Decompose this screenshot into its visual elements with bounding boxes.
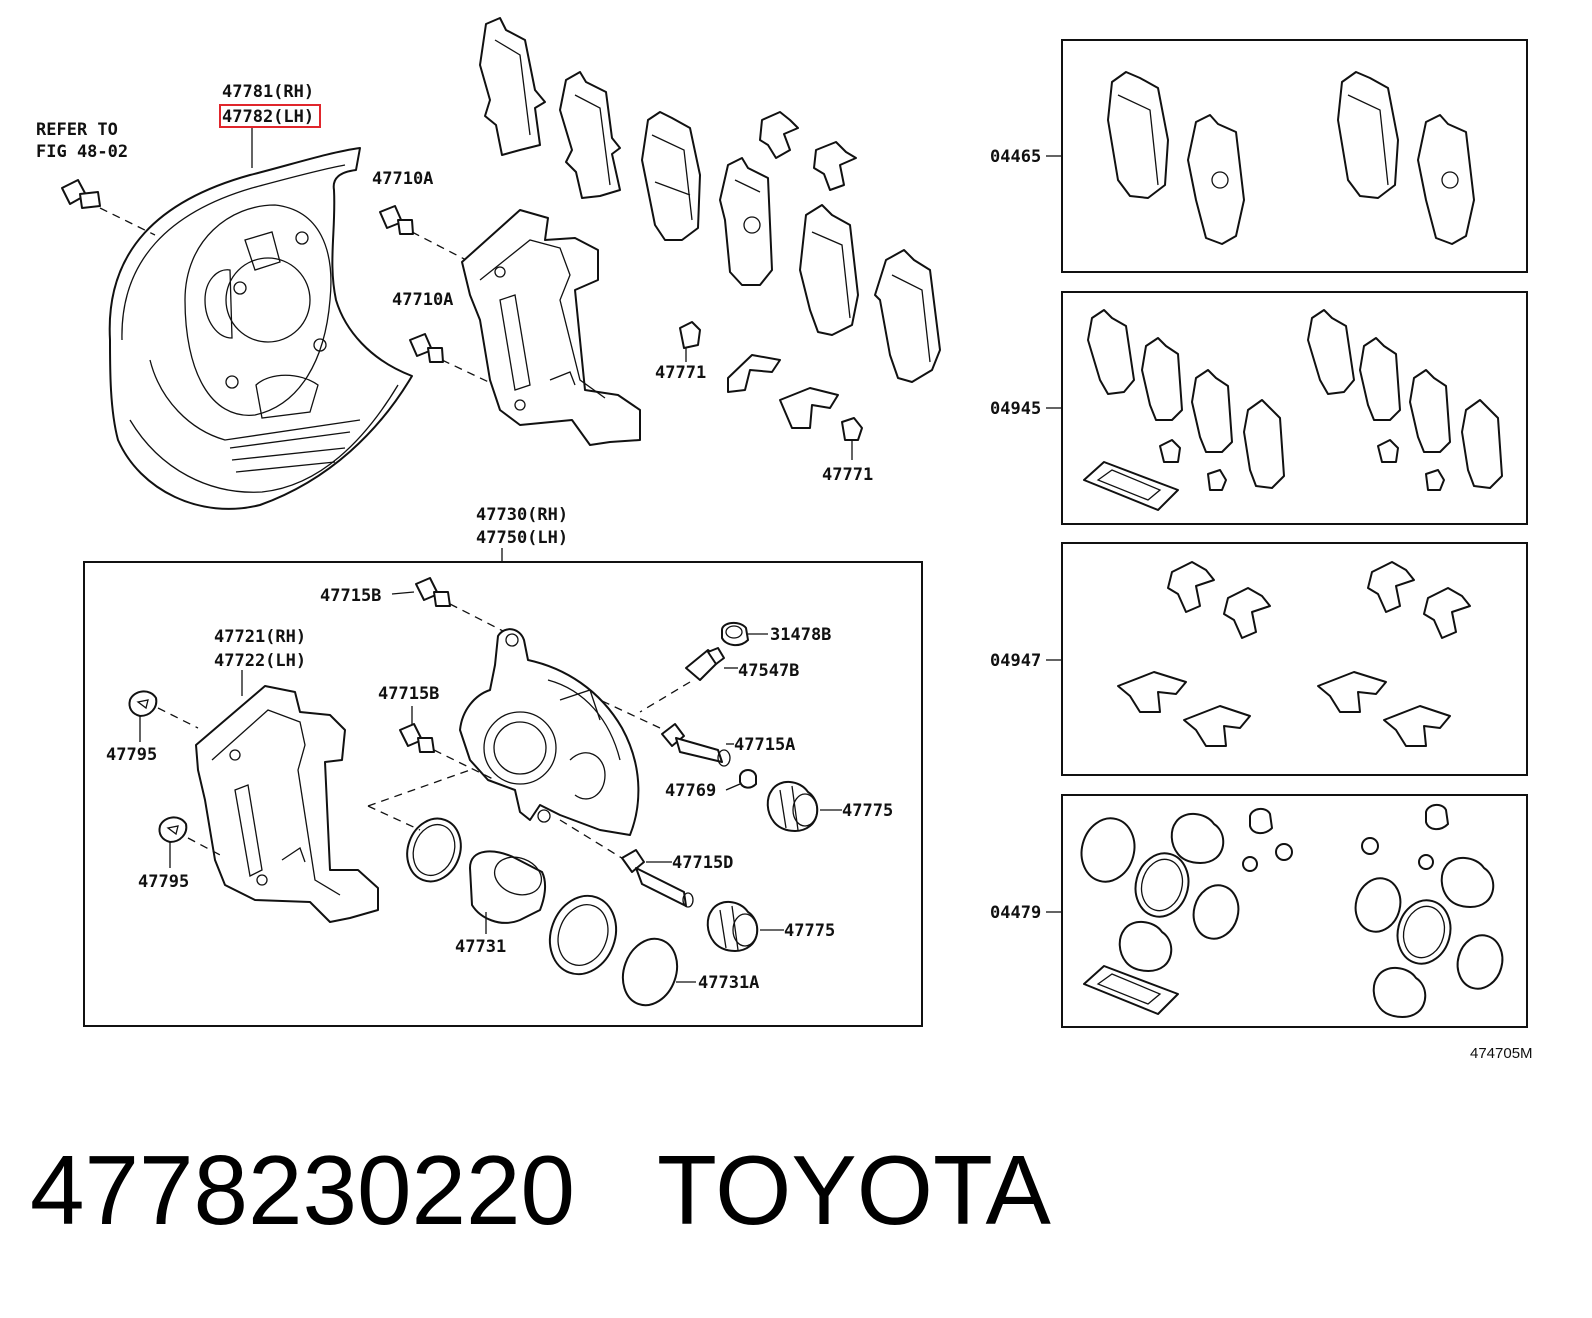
bolt-refer-48-02[interactable] xyxy=(61,179,101,209)
kit-04479-grease-packet xyxy=(1083,965,1179,1015)
kit-04945-pad-5[interactable] xyxy=(1307,309,1355,395)
dust-cover-47781[interactable] xyxy=(108,147,413,510)
kit-04945-pad-7[interactable] xyxy=(1409,369,1451,453)
label-47781: 47781(RH) xyxy=(222,82,314,102)
cap-47769[interactable] xyxy=(739,769,757,789)
kit-label-04945: 04945 xyxy=(990,399,1041,419)
brake-pad-upper-6[interactable] xyxy=(874,249,941,383)
brake-pad-upper-1[interactable] xyxy=(479,17,546,156)
refer-label-line2: FIG 48-02 xyxy=(36,142,128,162)
clip-47771-b[interactable] xyxy=(841,417,863,441)
plug-47795-upper[interactable] xyxy=(128,690,158,717)
label-47722: 47722(LH) xyxy=(214,651,306,671)
label-47795-lower: 47795 xyxy=(138,872,189,892)
kit-04465-pad-3[interactable] xyxy=(1337,71,1399,199)
clip-upper-4[interactable] xyxy=(779,387,839,429)
label-47715d: 47715D xyxy=(672,853,733,873)
bolt-47710a-lower[interactable] xyxy=(409,333,444,363)
brake-pad-upper-3[interactable] xyxy=(641,111,701,241)
kit-label-04465: 04465 xyxy=(990,147,1041,167)
brake-pad-upper-4[interactable] xyxy=(719,157,773,286)
kit-box-04947 xyxy=(1061,542,1528,776)
caliper-bracket-upper[interactable] xyxy=(461,209,641,446)
label-47547b: 47547B xyxy=(738,661,799,681)
boot-47775-lower[interactable] xyxy=(706,901,759,952)
caliper-body-47730[interactable] xyxy=(459,628,640,836)
plug-47795-lower[interactable] xyxy=(158,816,188,843)
refer-label-line1: REFER TO xyxy=(36,120,118,140)
brake-pad-upper-5[interactable] xyxy=(799,204,859,336)
part-caption: 4778230220 TOYOTA xyxy=(30,1130,1570,1250)
boot-47775-upper[interactable] xyxy=(766,781,819,832)
bolt-47710a-upper[interactable] xyxy=(379,205,414,235)
kit-label-04947: 04947 xyxy=(990,651,1041,671)
kit-04945-pad-2[interactable] xyxy=(1141,337,1183,421)
label-47731: 47731 xyxy=(455,937,506,957)
kit-label-04479: 04479 xyxy=(990,903,1041,923)
kit-04947-shims[interactable] xyxy=(1117,561,1471,747)
label-47710a-lower: 47710A xyxy=(392,290,453,310)
kit-04465-pad-4[interactable] xyxy=(1417,114,1475,245)
kit-04945-clips[interactable] xyxy=(1159,439,1445,491)
label-47730: 47730(RH) xyxy=(476,505,568,525)
label-47715b-upper: 47715B xyxy=(320,586,381,606)
kit-04479-seals[interactable] xyxy=(1075,812,1509,993)
shim-upper-2[interactable] xyxy=(813,141,857,191)
label-47769: 47769 xyxy=(665,781,716,801)
kit-04945-pad-3[interactable] xyxy=(1191,369,1233,453)
pin-47715a[interactable] xyxy=(661,723,731,767)
kit-04945-pad-6[interactable] xyxy=(1359,337,1401,421)
part-number: 4778230220 xyxy=(30,1135,576,1245)
caliper-bracket-47721[interactable] xyxy=(195,685,379,923)
kit-04945-pad-8[interactable] xyxy=(1461,399,1503,489)
kit-04465-pad-2[interactable] xyxy=(1187,114,1245,245)
ring-47731a[interactable] xyxy=(614,931,686,1013)
piston-47731[interactable] xyxy=(469,850,547,924)
label-31478b: 31478B xyxy=(770,625,831,645)
label-47771-a: 47771 xyxy=(655,363,706,383)
bolt-47715b-lower[interactable] xyxy=(399,723,435,753)
label-47775-lower: 47775 xyxy=(784,921,835,941)
kit-box-04479 xyxy=(1061,794,1528,1028)
kit-04945-pad-4[interactable] xyxy=(1243,399,1285,489)
cap-31478b[interactable] xyxy=(721,622,749,646)
kit-04945-grease-packet xyxy=(1083,461,1179,511)
label-47750: 47750(LH) xyxy=(476,528,568,548)
label-47731a: 47731A xyxy=(698,973,759,993)
kit-04465-pad-1[interactable] xyxy=(1107,71,1169,199)
brake-pad-upper-2[interactable] xyxy=(559,71,621,199)
pin-47715d[interactable] xyxy=(621,849,694,908)
label-47710a-upper: 47710A xyxy=(372,169,433,189)
caliper-assembly-box xyxy=(83,561,923,1027)
bolt-47715b-upper[interactable] xyxy=(415,577,451,607)
kit-04479-small-parts[interactable] xyxy=(1242,804,1449,872)
label-47771-b: 47771 xyxy=(822,465,873,485)
seal-ring[interactable] xyxy=(399,811,470,889)
label-47795-upper: 47795 xyxy=(106,745,157,765)
bleeder-47547b[interactable] xyxy=(685,647,725,681)
figure-id: 474705M xyxy=(1470,1045,1533,1062)
clip-upper-3[interactable] xyxy=(727,354,781,393)
brand-name: TOYOTA xyxy=(657,1135,1051,1245)
kit-04945-pad-1[interactable] xyxy=(1087,309,1135,395)
clip-47771-a[interactable] xyxy=(679,321,701,349)
label-47782[interactable]: 47782(LH) xyxy=(222,107,314,127)
highlight-box-47782 xyxy=(219,104,321,128)
label-47715b-lower: 47715B xyxy=(378,684,439,704)
label-47715a: 47715A xyxy=(734,735,795,755)
label-47775-upper: 47775 xyxy=(842,801,893,821)
boot-ring[interactable] xyxy=(539,886,627,983)
shim-upper-1[interactable] xyxy=(759,111,799,159)
kit-04479-boots[interactable] xyxy=(1118,813,1495,1018)
label-47721: 47721(RH) xyxy=(214,627,306,647)
